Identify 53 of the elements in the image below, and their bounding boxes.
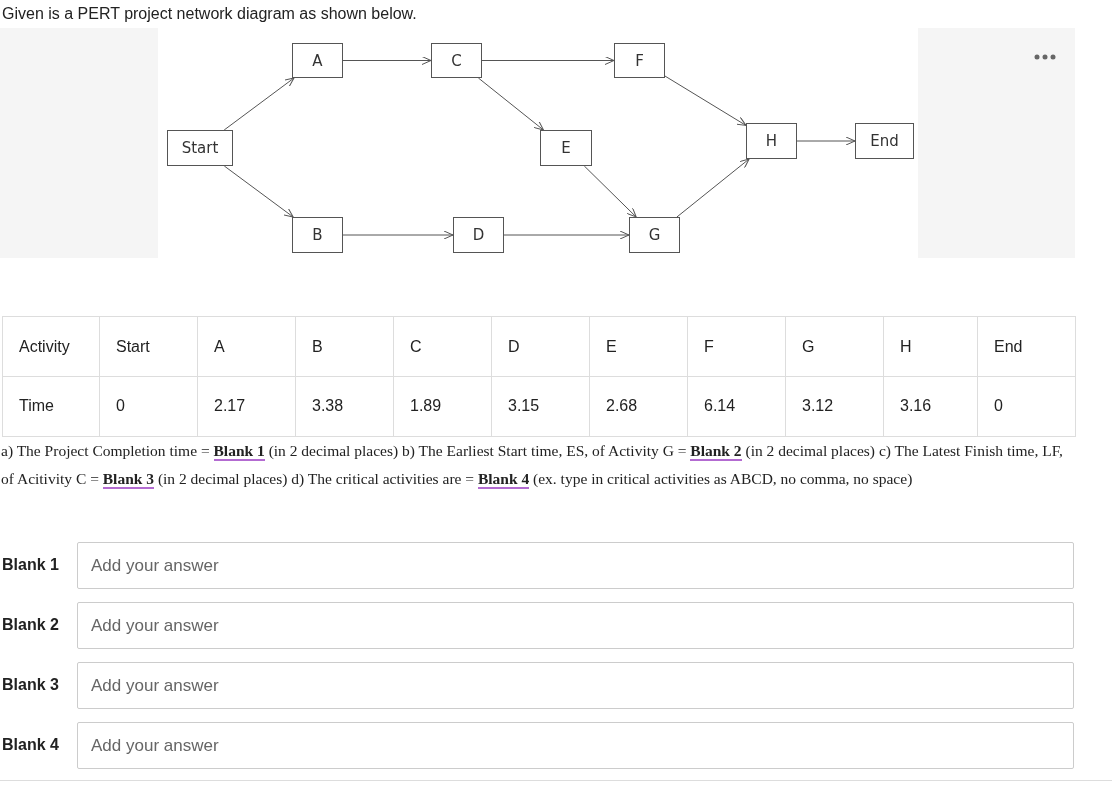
answer-field: Add your answer xyxy=(77,602,1074,649)
table-cell: C xyxy=(394,316,492,377)
arrow xyxy=(477,77,544,131)
activity-box: B xyxy=(292,217,343,253)
title: Given is a PERT project network diagram as shown below. xyxy=(2,5,417,23)
table-cell: End xyxy=(978,316,1076,377)
activity-box: A xyxy=(292,43,343,78)
activity-box: C xyxy=(431,43,482,78)
activity-box: E xyxy=(540,130,592,166)
table-cell: 3.12 xyxy=(786,376,884,437)
table-cell: 6.14 xyxy=(688,376,786,437)
table-cell: 0 xyxy=(978,376,1076,437)
arrow xyxy=(342,56,432,65)
activity-box: H xyxy=(746,123,797,159)
table-cell: Time xyxy=(2,376,100,437)
table-cell: 3.16 xyxy=(884,376,978,437)
arrow xyxy=(796,136,856,146)
arrow xyxy=(481,56,615,65)
blank-label: Blank 3 xyxy=(2,676,59,694)
table-cell: B xyxy=(296,316,394,377)
activity-box: F xyxy=(614,43,665,78)
answer-field: Add your answer xyxy=(77,662,1074,709)
table-cell: 2.17 xyxy=(198,376,296,437)
arrow xyxy=(676,158,750,218)
blank-label: Blank 1 xyxy=(2,556,59,574)
table-cell: 3.15 xyxy=(492,376,590,437)
blank-label: Blank 4 xyxy=(2,736,59,754)
arrow xyxy=(342,230,454,240)
table-cell: H xyxy=(884,316,978,377)
table-cell: 0 xyxy=(100,376,198,437)
arrow xyxy=(223,77,295,131)
activity-box: Start xyxy=(167,130,233,166)
table-cell: G xyxy=(786,316,884,377)
table-cell: 1.89 xyxy=(394,376,492,437)
table-cell: Activity xyxy=(2,316,100,377)
table-cell: D xyxy=(492,316,590,377)
table-cell: A xyxy=(198,316,296,377)
arrow xyxy=(583,165,637,218)
answer-field: Add your answer xyxy=(77,722,1074,769)
arrow xyxy=(664,75,747,126)
activity-box: End xyxy=(855,123,914,159)
table-cell: F xyxy=(688,316,786,377)
answer-field: Add your answer xyxy=(77,542,1074,589)
arrow xyxy=(503,230,630,240)
table-cell: 2.68 xyxy=(590,376,688,437)
arrow xyxy=(223,165,294,218)
blank-label: Blank 2 xyxy=(2,616,59,634)
question-text: a) The Project Completion time = Blank 1 (in 2 decimal places) b) The Earliest Start time, ES, of Activity G = Blank 2 (in 2 decimal places) c) The Latest Finish time, LF, of Acitivity C = Blank 3 (in 2 decimal places) d) The critical activities are = Blank 4 (ex. type in critical activities as ABCD, no comma, no space) xyxy=(1,441,1064,491)
table-cell: E xyxy=(590,316,688,377)
table-cell: 3.38 xyxy=(296,376,394,437)
activity-box: D xyxy=(453,217,504,253)
activity-box: G xyxy=(629,217,680,253)
table-cell: Start xyxy=(100,316,198,377)
